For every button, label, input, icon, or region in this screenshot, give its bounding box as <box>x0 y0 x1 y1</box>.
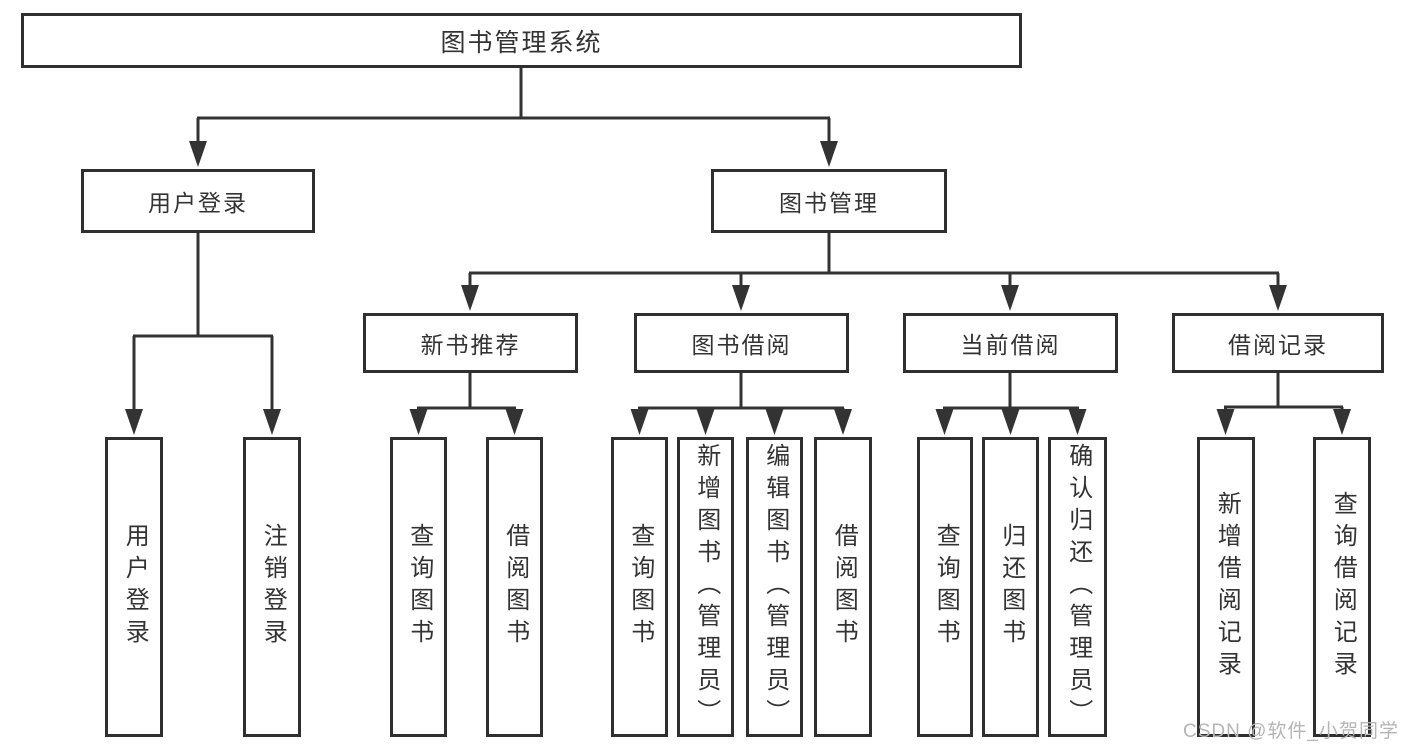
arrowhead <box>732 285 750 311</box>
node-borrowing-records: 借阅记录 <box>1172 313 1384 373</box>
node-library-management-system: 图书管理系统 <box>21 13 1022 68</box>
leaf-add-book-admin: 新增图书（管理员） <box>677 437 734 737</box>
leaf-query-borrow-record: 查询借阅记录 <box>1313 437 1371 737</box>
arrowhead <box>820 141 838 167</box>
leaf-return-book: 归还图书 <box>982 437 1039 737</box>
leaf-borrow-books-borrowing: 借阅图书 <box>814 437 872 737</box>
arrowhead <box>1001 285 1019 311</box>
leaf-borrow-books-recommend: 借阅图书 <box>486 437 543 737</box>
arrowhead <box>461 285 479 311</box>
leaf-logout: 注销登录 <box>243 437 301 737</box>
arrowhead <box>1333 409 1351 435</box>
leaf-add-borrow-record: 新增借阅记录 <box>1197 437 1255 737</box>
leaf-edit-book-admin: 编辑图书（管理员） <box>746 437 803 737</box>
leaf-query-books-borrowing: 查询图书 <box>611 437 668 737</box>
watermark-text: CSDN @软件_小贺同学 <box>1183 721 1399 742</box>
arrowhead <box>1269 285 1287 311</box>
arrowhead <box>1216 409 1235 435</box>
node-book-borrowing: 图书借阅 <box>634 313 849 373</box>
arrowhead <box>630 409 649 435</box>
leaf-confirm-return-admin: 确认归还（管理员） <box>1048 437 1107 737</box>
node-book-management: 图书管理 <box>711 169 947 233</box>
arrowhead <box>765 409 784 435</box>
arrowhead <box>409 409 428 435</box>
arrowhead <box>263 409 281 435</box>
node-user-login: 用户登录 <box>81 169 315 233</box>
arrowhead <box>1001 409 1020 435</box>
arrowhead <box>189 141 207 167</box>
node-new-book-recommend: 新书推荐 <box>363 313 578 373</box>
node-current-borrowing: 当前借阅 <box>903 313 1118 373</box>
arrowhead <box>834 409 852 435</box>
arrowhead <box>125 409 143 435</box>
arrowhead <box>935 409 954 435</box>
arrowhead <box>505 409 524 435</box>
leaf-query-books-current: 查询图书 <box>917 437 973 737</box>
leaf-user-login: 用户登录 <box>105 437 163 737</box>
arrowhead <box>696 409 715 435</box>
arrowhead <box>1068 409 1087 435</box>
leaf-query-books-recommend: 查询图书 <box>390 437 447 737</box>
